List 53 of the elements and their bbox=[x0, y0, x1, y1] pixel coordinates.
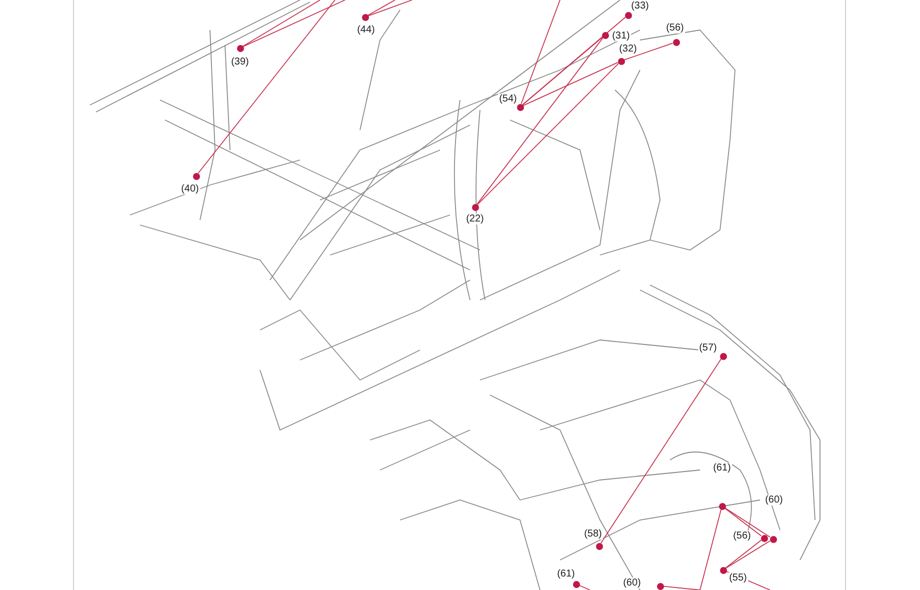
leader-line bbox=[600, 358, 722, 544]
weld-point-marker bbox=[362, 14, 368, 20]
callout-number: (54) bbox=[498, 94, 518, 104]
leader-line bbox=[624, 42, 674, 60]
leader-line bbox=[522, 62, 618, 106]
callout-number: (61) bbox=[556, 568, 576, 580]
callout-number: (33) bbox=[630, 0, 650, 12]
callout-number: (58) bbox=[583, 528, 603, 540]
leader-line bbox=[726, 540, 770, 569]
weld-point-marker bbox=[516, 104, 524, 110]
leader-line bbox=[578, 584, 590, 590]
weld-point-marker bbox=[624, 12, 632, 18]
weld-point-marker bbox=[618, 58, 624, 64]
weld-point-marker bbox=[572, 580, 580, 588]
leader-line bbox=[242, 0, 320, 47]
callout-number: (31) bbox=[611, 30, 631, 42]
callout-number: (22) bbox=[465, 214, 485, 224]
weld-point-marker bbox=[602, 32, 608, 38]
weld-point-marker bbox=[672, 38, 680, 46]
leader-line bbox=[522, 16, 626, 106]
leader-line bbox=[476, 37, 604, 205]
callout-number: (39) bbox=[230, 56, 250, 68]
callout-number: (57) bbox=[698, 342, 718, 354]
callout-number: (61) bbox=[712, 462, 732, 474]
leader-line bbox=[520, 0, 560, 104]
callout-number: (56) bbox=[665, 22, 685, 34]
callout-number: (55) bbox=[728, 572, 748, 584]
weld-point-marker bbox=[720, 566, 726, 574]
callout-number: (40) bbox=[180, 184, 200, 194]
weld-point-marker bbox=[770, 536, 776, 542]
weld-point-marker bbox=[192, 172, 200, 180]
weld-point-marker bbox=[760, 534, 768, 542]
callout-number: (44) bbox=[356, 24, 376, 36]
leader-line bbox=[700, 508, 722, 590]
leader-line bbox=[663, 586, 700, 590]
callout-number: (60) bbox=[622, 578, 642, 588]
leader-line bbox=[724, 508, 762, 536]
leader-line bbox=[198, 0, 336, 174]
weld-point-marker bbox=[472, 204, 478, 210]
callout-number: (60) bbox=[764, 494, 784, 506]
leader-line bbox=[477, 63, 619, 205]
leader-line bbox=[368, 0, 396, 16]
leader-line bbox=[242, 0, 346, 47]
weld-point-marker bbox=[656, 582, 664, 590]
leader-line bbox=[368, 0, 412, 16]
leader-line bbox=[725, 540, 762, 568]
weld-point-marker bbox=[720, 352, 726, 360]
callout-number: (56) bbox=[732, 530, 752, 542]
callout-number: (32) bbox=[618, 44, 638, 54]
weld-point-marker bbox=[596, 542, 602, 550]
leader-line bbox=[724, 507, 770, 538]
weld-point-marker bbox=[236, 44, 244, 52]
weld-point-marker bbox=[718, 502, 726, 510]
